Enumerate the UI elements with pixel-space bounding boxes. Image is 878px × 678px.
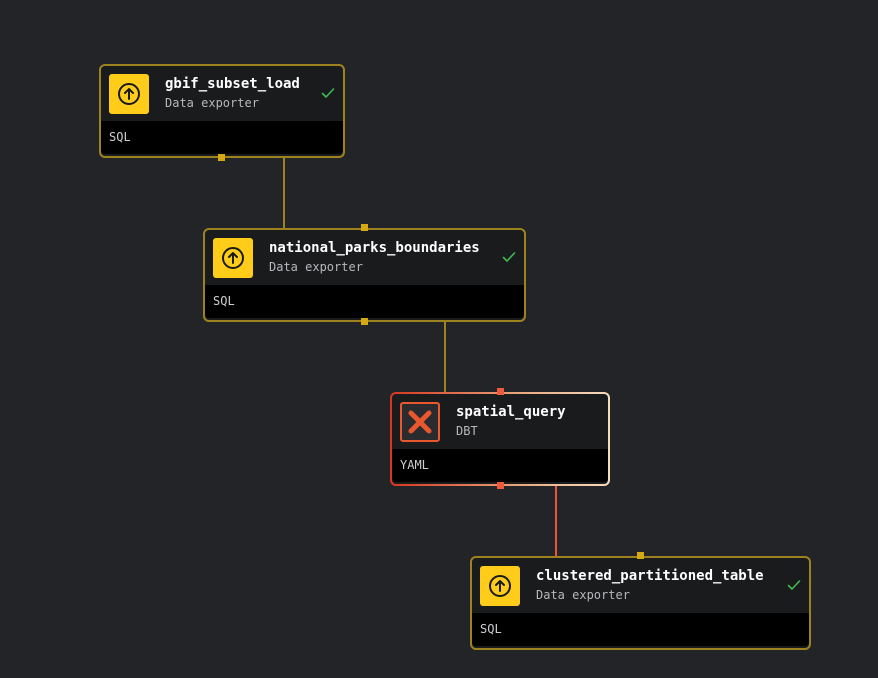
output-port[interactable] bbox=[218, 154, 225, 161]
block-type: DBT bbox=[456, 424, 478, 438]
block-name: gbif_subset_load bbox=[165, 76, 300, 92]
input-port[interactable] bbox=[361, 224, 368, 231]
block-header: clustered_partitioned_table Data exporte… bbox=[472, 558, 809, 613]
block-name: national_parks_boundaries bbox=[269, 240, 480, 256]
dbt-icon bbox=[400, 402, 440, 442]
output-port[interactable] bbox=[361, 318, 368, 325]
block-header: national_parks_boundaries Data exporter bbox=[205, 230, 524, 285]
block-type: Data exporter bbox=[536, 588, 630, 602]
block-name: spatial_query bbox=[456, 404, 566, 420]
upload-arrow-icon bbox=[480, 566, 520, 606]
block-node-clustered-partitioned-table[interactable]: clustered_partitioned_table Data exporte… bbox=[470, 556, 811, 650]
block-language: SQL bbox=[472, 613, 809, 646]
upload-arrow-icon bbox=[109, 74, 149, 114]
block-header: gbif_subset_load Data exporter bbox=[101, 66, 343, 121]
input-port[interactable] bbox=[497, 388, 504, 395]
success-check-icon bbox=[321, 88, 335, 98]
block-node-spatial-query[interactable]: spatial_query DBT YAML bbox=[390, 392, 610, 486]
block-type: Data exporter bbox=[269, 260, 363, 274]
block-language: SQL bbox=[101, 121, 343, 154]
block-language: SQL bbox=[205, 285, 524, 318]
input-port[interactable] bbox=[637, 552, 644, 559]
block-language: YAML bbox=[392, 449, 608, 482]
output-port[interactable] bbox=[497, 482, 504, 489]
block-name: clustered_partitioned_table bbox=[536, 568, 764, 584]
success-check-icon bbox=[502, 252, 516, 262]
upload-arrow-icon bbox=[213, 238, 253, 278]
block-node-gbif-subset-load[interactable]: gbif_subset_load Data exporter SQL bbox=[99, 64, 345, 158]
block-header: spatial_query DBT bbox=[392, 394, 608, 449]
block-node-national-parks-boundaries[interactable]: national_parks_boundaries Data exporter … bbox=[203, 228, 526, 322]
block-type: Data exporter bbox=[165, 96, 259, 110]
success-check-icon bbox=[787, 580, 801, 590]
